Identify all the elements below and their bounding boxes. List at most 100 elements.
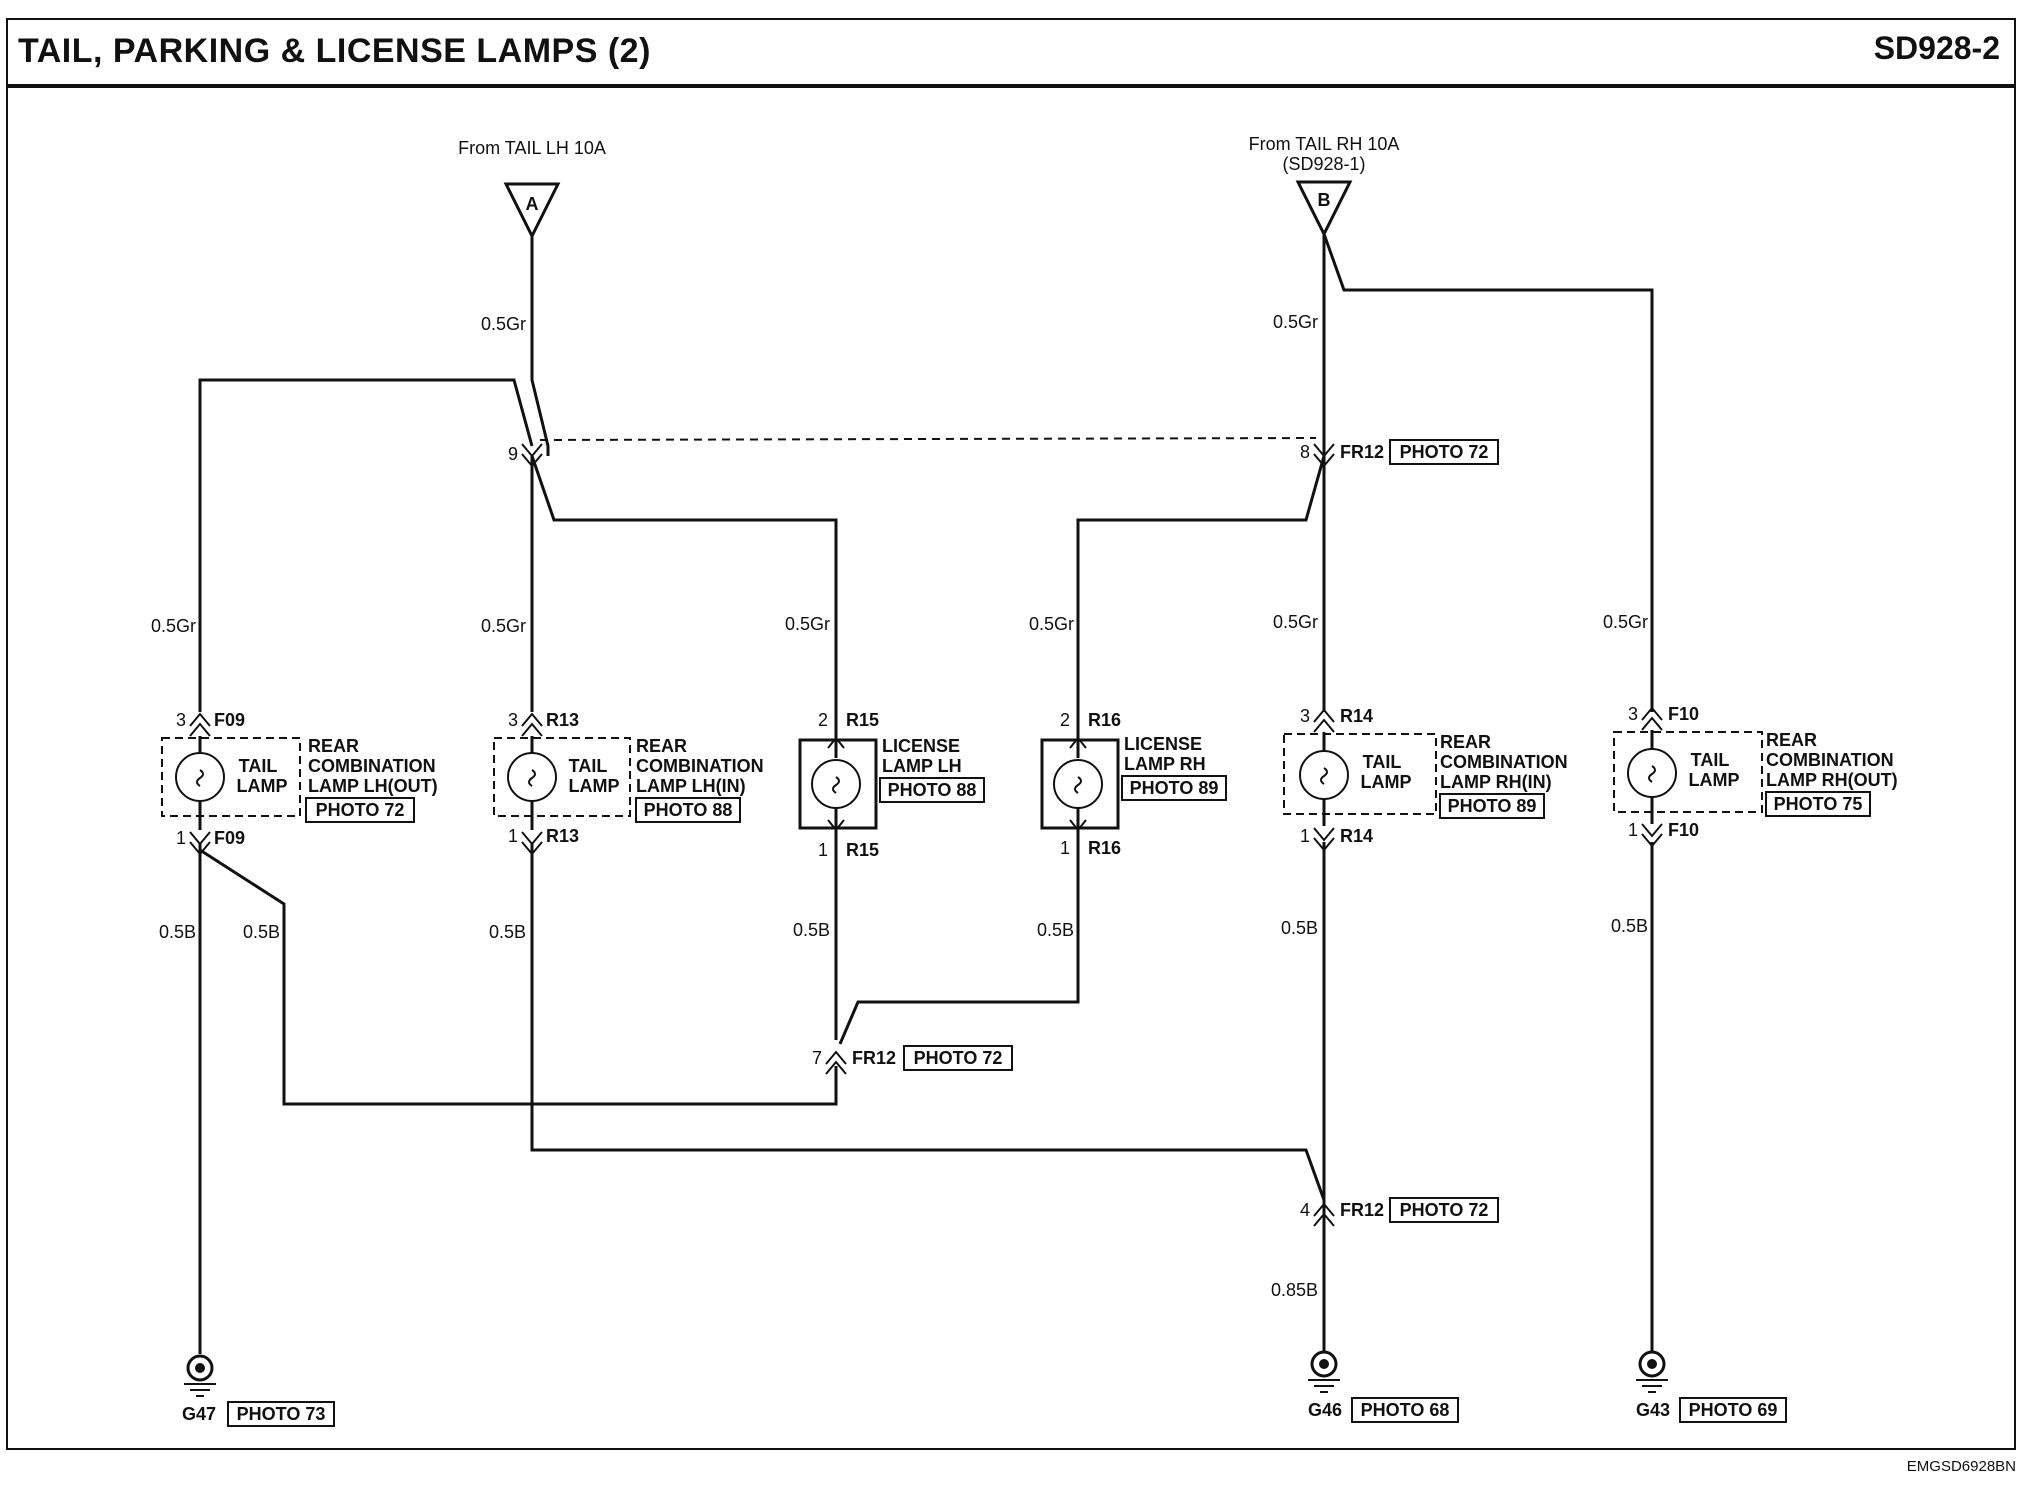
wire-label: 0.5Gr	[481, 314, 526, 334]
component-photo: PHOTO 88	[888, 780, 977, 800]
wire-c8-to-r16	[1076, 455, 1326, 734]
wire-label: 0.5B	[793, 920, 830, 940]
wire-label: 0.5B	[159, 922, 196, 942]
connector-c8-name: FR12	[1340, 442, 1384, 462]
component-name: COMBINATION	[636, 756, 764, 776]
wire-f09-to-c7	[199, 848, 838, 1106]
wire-c9-to-f09	[198, 378, 534, 712]
bulb-filament	[196, 769, 204, 787]
connector-c8-photo: PHOTO 72	[1400, 442, 1489, 462]
wires	[198, 233, 1654, 1354]
wire-label: 0.5B	[489, 922, 526, 942]
wire-label: 0.5Gr	[785, 614, 830, 634]
photo-box	[1765, 791, 1871, 817]
pin-top-symbol	[1313, 708, 1335, 723]
photo-box	[1121, 775, 1227, 801]
wire-label: 0.85B	[1271, 1280, 1318, 1300]
pin-bot-symbol	[189, 831, 211, 846]
photo-box	[305, 797, 415, 823]
lamp-label: LAMP	[569, 776, 620, 796]
lamp-label: LAMP	[1689, 770, 1740, 790]
pin-bot-symbol	[521, 831, 543, 846]
component-name: LAMP LH(IN)	[636, 776, 746, 796]
pin-top-name: R15	[846, 710, 879, 730]
source-a-from: From TAIL LH 10A	[458, 138, 606, 158]
connector-c9-symbol	[521, 443, 543, 458]
lamp-label: TAIL	[239, 756, 278, 776]
pin-top-number: 3	[1628, 704, 1638, 724]
pin-bot-number: 1	[1060, 838, 1070, 858]
header-rule	[6, 84, 2016, 88]
wire-label: 0.5Gr	[1603, 612, 1648, 632]
ground-g43: G43 PHOTO 69	[1636, 1350, 1787, 1423]
pin-bot-number: 1	[818, 840, 828, 860]
connector-c9: 9	[508, 443, 543, 468]
rear-combination-lamp-rh-out: 3 F10 TAIL LAMP REAR COMBINATION LAMP RH…	[1613, 704, 1898, 848]
component-box	[493, 737, 631, 817]
wire-label: 0.5B	[243, 922, 280, 942]
component-photo: PHOTO 88	[644, 800, 733, 820]
photo-box	[1439, 793, 1545, 819]
lamp-label: LAMP	[1361, 772, 1412, 792]
pin-bot-symbol	[1313, 827, 1335, 842]
ground-photo: PHOTO 73	[237, 1404, 326, 1424]
pin-bot-symbol	[827, 819, 845, 832]
source-b-from: From TAIL RH 10A	[1249, 134, 1400, 154]
ground-name: G46	[1308, 1400, 1342, 1420]
pin-top-name: F09	[214, 710, 245, 730]
rear-combination-lamp-lh-in: 3 R13 TAIL LAMP REAR COMBINATION LAMP LH…	[493, 710, 764, 856]
source-a-letter: A	[526, 194, 539, 214]
footer-code: EMGSD6928BN	[1906, 1458, 2016, 1475]
source-a: From TAIL LH 10A A	[458, 138, 606, 240]
lamp-label: TAIL	[1363, 752, 1402, 772]
connector-c9-symbol	[521, 453, 543, 468]
bulb-filament	[1648, 765, 1656, 783]
source-b-triangle	[1295, 180, 1353, 238]
pin-bot-name: R14	[1340, 826, 1373, 846]
pin-top-name: R16	[1088, 710, 1121, 730]
pin-bot-symbol	[1641, 833, 1663, 848]
pin-bot-name: R13	[546, 826, 579, 846]
connector-c9-pin: 9	[508, 444, 518, 464]
pin-top-name: R13	[546, 710, 579, 730]
photo-box	[635, 797, 741, 823]
ground-photo: PHOTO 68	[1361, 1400, 1450, 1420]
connector-c4-name: FR12	[1340, 1200, 1384, 1220]
pin-top-symbol	[1069, 736, 1087, 749]
bulb-filament	[832, 776, 840, 794]
pin-top-symbol	[1641, 716, 1663, 731]
wire-label: 0.5Gr	[151, 616, 196, 636]
pin-bot-symbol	[1641, 823, 1663, 838]
component-name: LICENSE	[1124, 734, 1202, 754]
rear-combination-lamp-rh-in: 3 R14 TAIL LAMP REAR COMBINATION LAMP RH…	[1283, 706, 1568, 852]
component-name: REAR	[1766, 730, 1817, 750]
wire-label: 0.5Gr	[481, 616, 526, 636]
photo-box	[879, 777, 985, 803]
component-photo: PHOTO 89	[1130, 778, 1219, 798]
wire-label: 0.5Gr	[1273, 312, 1318, 332]
connector-c8: 8 FR12 PHOTO 72	[1300, 439, 1499, 468]
component-name: LAMP RH(IN)	[1440, 772, 1552, 792]
diagram-code: SD928-2	[1873, 30, 2000, 66]
connector-c7-name: FR12	[852, 1048, 896, 1068]
component-name: REAR	[636, 736, 687, 756]
connector-c7-photo-box	[903, 1045, 1013, 1071]
wire-b-to-f10	[1322, 233, 1654, 712]
source-b-letter: B	[1318, 190, 1331, 210]
photo-box	[1679, 1397, 1787, 1423]
pin-top-symbol	[1641, 706, 1663, 721]
component-box	[1613, 731, 1763, 813]
component-box	[161, 737, 301, 817]
pin-bot-number: 1	[1628, 820, 1638, 840]
wire-label: 0.5B	[1037, 920, 1074, 940]
source-a-triangle	[503, 182, 561, 240]
pin-bot-symbol	[189, 841, 211, 856]
wire-r13-to-c4	[530, 842, 1326, 1201]
lamp-label: TAIL	[1691, 750, 1730, 770]
component-photo: PHOTO 75	[1774, 794, 1863, 814]
ground-icon	[195, 1363, 205, 1373]
ground-icon	[1647, 1359, 1657, 1369]
bulb-filament	[1074, 776, 1082, 794]
component-name: REAR	[1440, 732, 1491, 752]
